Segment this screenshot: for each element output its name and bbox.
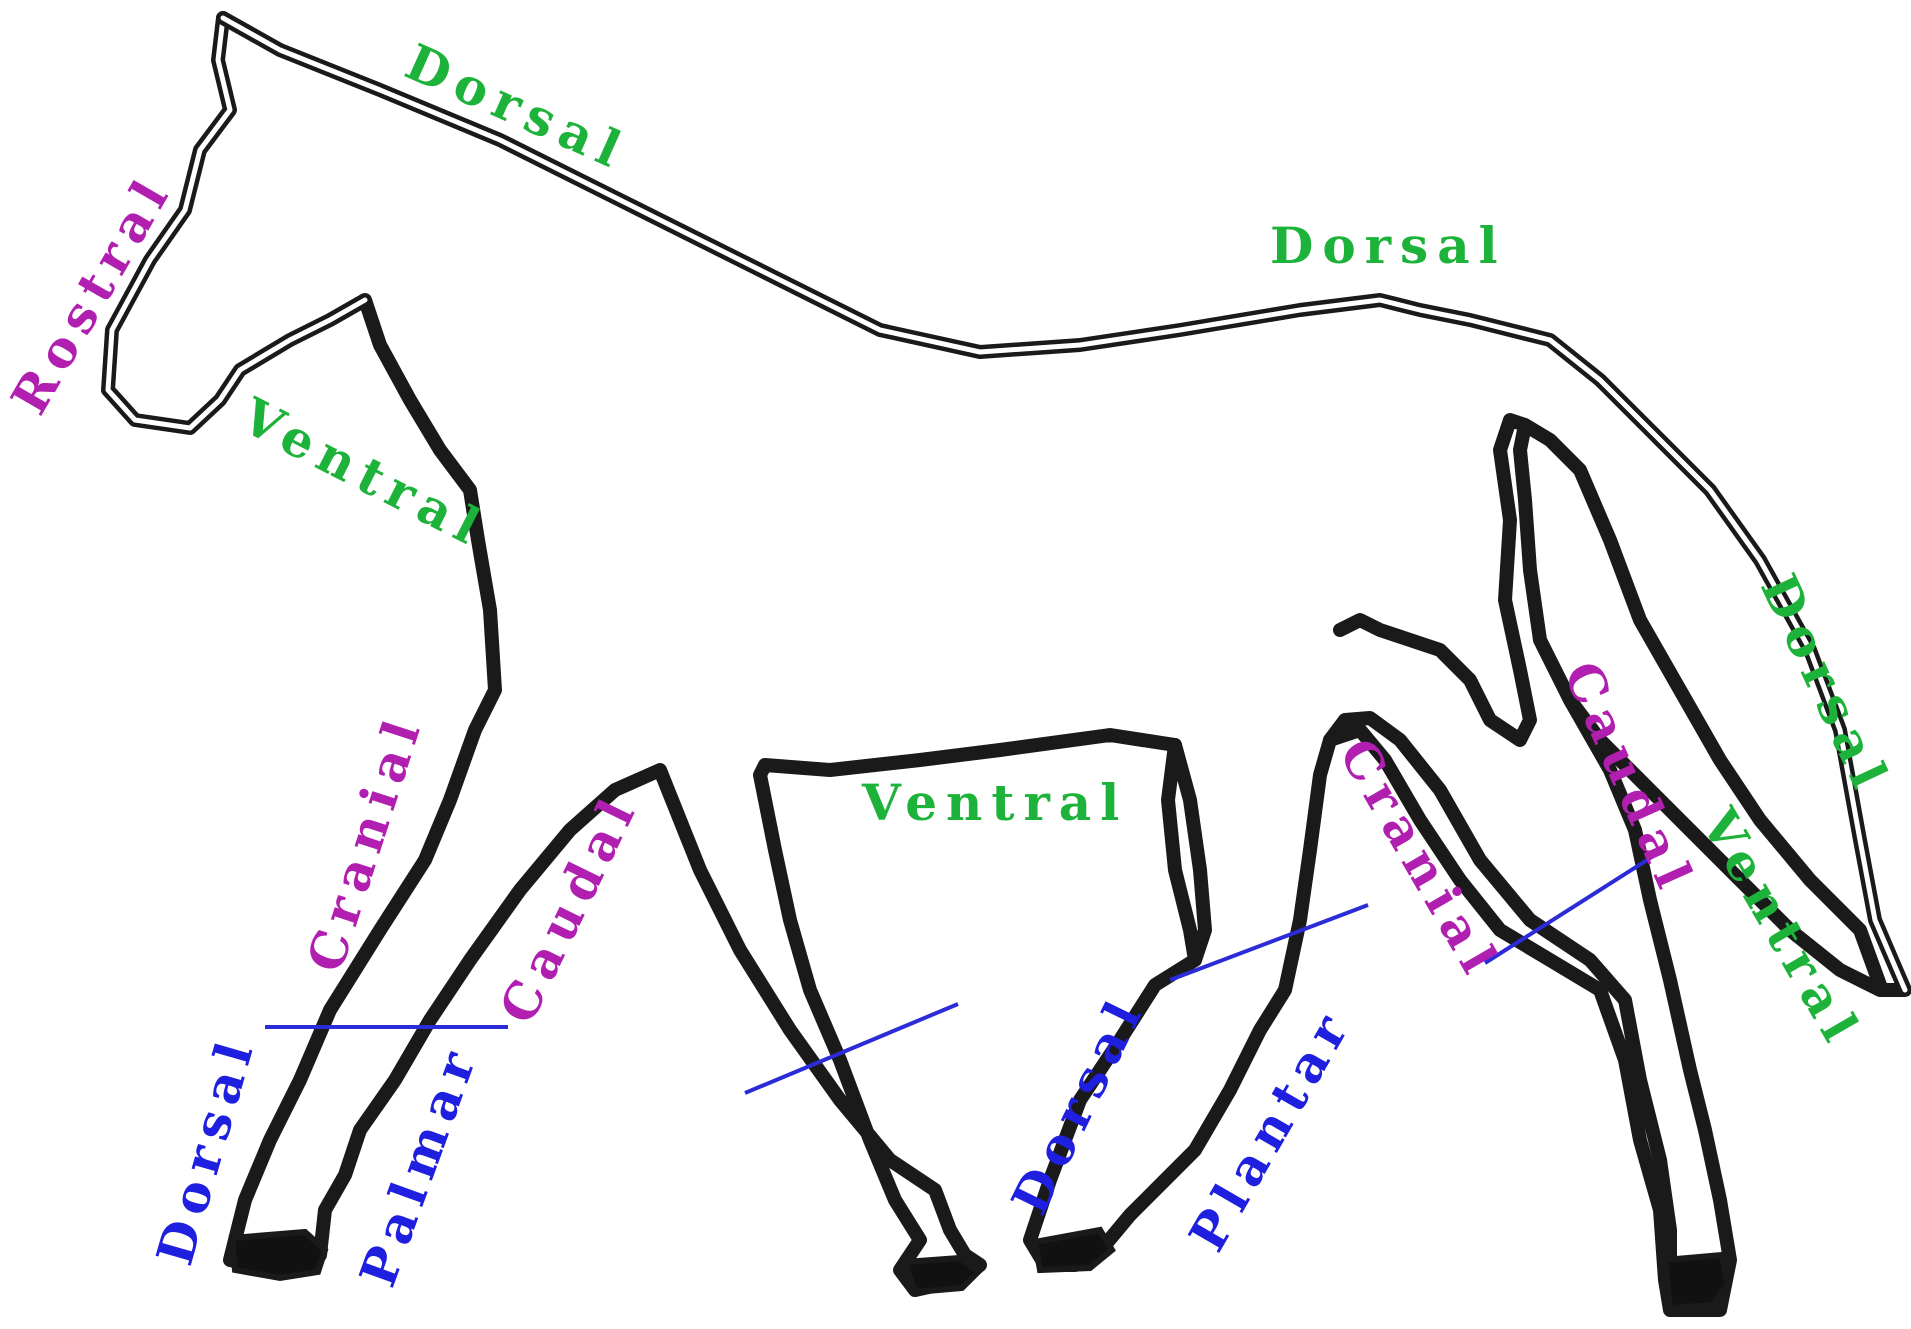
label-rostral: Rostral: [0, 163, 184, 424]
label-palmar-forefoot: Palmar: [348, 1036, 490, 1294]
hind-left-hoof: [1035, 1230, 1112, 1270]
label-dorsal-back: Dorsal: [1270, 216, 1507, 275]
label-dorsal-tail: Dorsal: [1749, 565, 1902, 804]
horse-outline: [108, 18, 1905, 1310]
label-cranial-foreleg: Cranial: [295, 705, 434, 978]
label-dorsal-hindfoot: Dorsal: [1000, 985, 1157, 1224]
front-left-hoof: [232, 1232, 325, 1278]
hind-right-hoof: [1665, 1255, 1728, 1308]
label-ventral-belly: Ventral: [861, 773, 1128, 832]
front-right-hoof: [905, 1258, 978, 1292]
